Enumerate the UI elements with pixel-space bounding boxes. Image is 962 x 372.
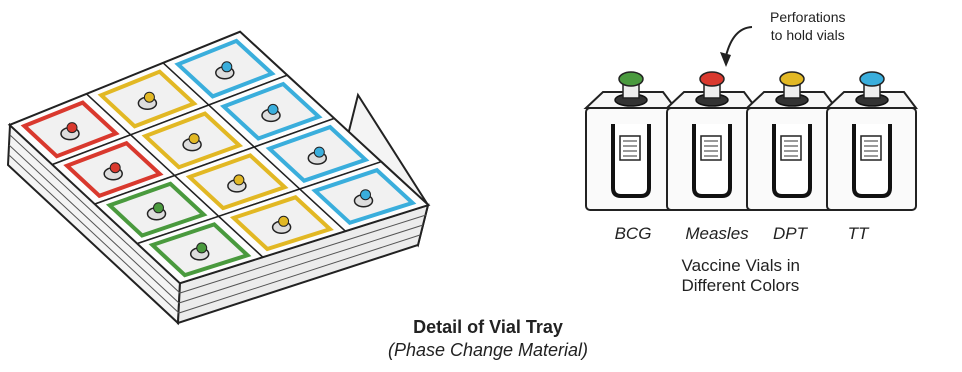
vial-cap xyxy=(154,203,164,213)
vial-label-tt: TT xyxy=(848,224,869,244)
tray-caption-title: Detail of Vial Tray xyxy=(413,317,563,338)
vial-label-measles: Measles xyxy=(685,224,748,244)
vial-cap xyxy=(67,123,77,133)
vial-cap xyxy=(222,62,232,72)
vaccine-vial xyxy=(747,72,836,210)
vial-cap xyxy=(144,92,154,102)
vial-cap xyxy=(279,216,289,226)
vaccine-vial xyxy=(667,72,756,210)
vial-label-bcg: BCG xyxy=(615,224,652,244)
vial-colored-cap xyxy=(619,72,643,86)
annotation-arrowhead xyxy=(720,52,731,67)
vaccine-vials xyxy=(586,72,916,210)
vials-caption: Vaccine Vials in Different Colors xyxy=(682,256,869,296)
vial-cap xyxy=(234,175,244,185)
annotation-arrow xyxy=(726,27,752,56)
vial-cap xyxy=(197,243,207,253)
vial-cap xyxy=(110,163,120,173)
annotation-line-2: to hold vials xyxy=(770,26,845,44)
vial-cap xyxy=(314,147,324,157)
vaccine-vial xyxy=(586,72,675,210)
tray-caption-subtitle: (Phase Change Material) xyxy=(388,340,588,361)
vial-cap xyxy=(361,190,371,200)
annotation-line-1: Perforations xyxy=(770,8,845,26)
vaccine-vial xyxy=(827,72,916,210)
perforations-annotation: Perforations to hold vials xyxy=(770,8,845,44)
vial-label-dpt: DPT xyxy=(773,224,807,244)
vial-colored-cap xyxy=(780,72,804,86)
vial-cap xyxy=(268,104,278,114)
vial-cap xyxy=(189,134,199,144)
vial-colored-cap xyxy=(700,72,724,86)
vial-colored-cap xyxy=(860,72,884,86)
